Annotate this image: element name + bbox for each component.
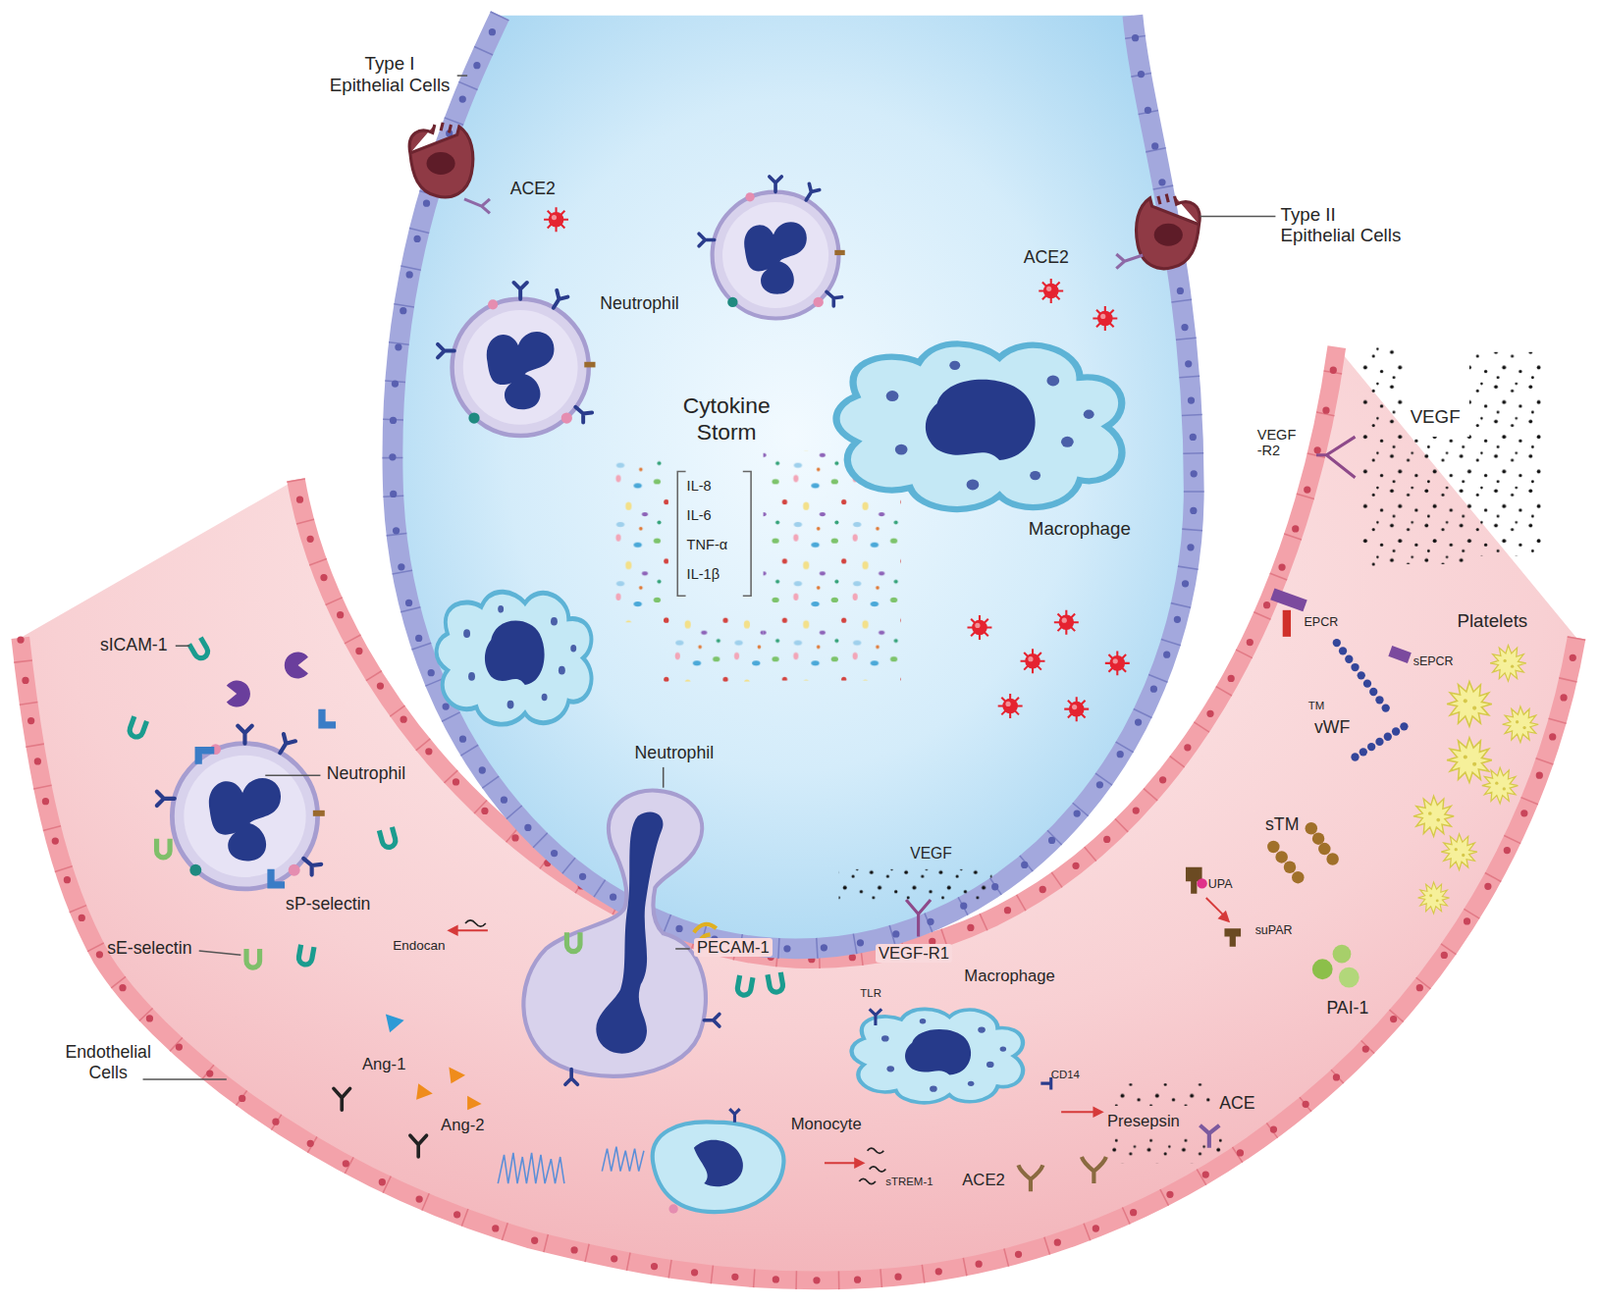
label: PAI-1 bbox=[1326, 998, 1369, 1018]
label: ACE2 bbox=[961, 1171, 1005, 1190]
label: Neutrophil bbox=[599, 293, 679, 314]
label: Macrophage bbox=[963, 966, 1055, 986]
label: VEGF -R2 bbox=[1257, 426, 1303, 460]
label: Ang-1 bbox=[362, 1055, 406, 1074]
macrophage bbox=[836, 343, 1122, 510]
label: VEGF bbox=[1410, 406, 1461, 428]
soluble-markers bbox=[124, 636, 788, 1000]
label: Neutrophil bbox=[326, 763, 406, 784]
label: suPAR bbox=[1255, 923, 1293, 938]
transmigrating-neutrophil bbox=[523, 790, 719, 1085]
label: Macrophage bbox=[1028, 518, 1131, 540]
label: EPCR bbox=[1304, 615, 1339, 630]
label: Cytokine Storm bbox=[660, 392, 794, 445]
macrophage bbox=[436, 591, 592, 725]
label: TLR bbox=[859, 987, 882, 1001]
label: vWF bbox=[1314, 717, 1350, 738]
label: IL-8 bbox=[687, 478, 712, 495]
strem-1 bbox=[858, 1148, 886, 1184]
label: Neutrophil bbox=[635, 743, 714, 763]
endocan-molecule bbox=[465, 920, 486, 927]
label: Type I Epithelial Cells bbox=[326, 53, 454, 96]
platelets bbox=[1413, 645, 1539, 914]
label: sE-selectin bbox=[106, 938, 192, 959]
label: VEGF bbox=[909, 845, 952, 863]
label: Endocan bbox=[392, 938, 445, 955]
type-i-cell bbox=[409, 122, 474, 198]
alveolus bbox=[392, 15, 1194, 950]
virus bbox=[543, 207, 1130, 722]
label: UPA bbox=[1208, 877, 1233, 892]
vegf-receptors bbox=[906, 436, 1355, 937]
monocyte bbox=[652, 1109, 785, 1215]
label: Ang-2 bbox=[440, 1116, 484, 1135]
type-ii-cell bbox=[1136, 194, 1201, 269]
label: PECAM-1 bbox=[693, 938, 773, 958]
macrophage bbox=[852, 1009, 1024, 1103]
pai-1 bbox=[1312, 945, 1360, 989]
tlr-cd14 bbox=[869, 1009, 1052, 1090]
cytokine-storm bbox=[612, 451, 902, 683]
upa-receptor bbox=[1185, 867, 1241, 948]
glycocalyx bbox=[497, 1147, 644, 1184]
label: Presepsin bbox=[1107, 1112, 1180, 1131]
label: IL-6 bbox=[687, 507, 712, 525]
label: TM bbox=[1308, 699, 1326, 713]
label: IL-1β bbox=[687, 566, 720, 584]
label: sICAM-1 bbox=[100, 635, 168, 655]
label: Endothelial Cells bbox=[51, 1042, 165, 1083]
label: VEGF-R1 bbox=[875, 944, 953, 963]
label: sEPCR bbox=[1413, 654, 1454, 669]
label: sP-selectin bbox=[285, 894, 371, 914]
ace-receptors bbox=[1017, 1125, 1220, 1193]
label: sTM bbox=[1265, 814, 1299, 835]
neutrophil bbox=[437, 282, 596, 436]
red-arrows bbox=[448, 898, 1228, 1168]
label: CD14 bbox=[1051, 1068, 1080, 1082]
label: ACE2 bbox=[510, 178, 556, 199]
leader-lines bbox=[143, 75, 1277, 1080]
epcr-tm bbox=[1270, 588, 1412, 664]
label: Monocyte bbox=[791, 1115, 862, 1134]
neutrophil bbox=[698, 176, 846, 319]
label: sTREM-1 bbox=[885, 1175, 933, 1189]
label: TNF-α bbox=[687, 536, 729, 554]
angiopoietins bbox=[333, 1013, 482, 1158]
label: Platelets bbox=[1456, 610, 1528, 633]
neutrophil bbox=[157, 726, 325, 890]
label: Type II Epithelial Cells bbox=[1280, 204, 1408, 247]
label: ACE bbox=[1219, 1093, 1255, 1114]
vwf bbox=[1333, 639, 1409, 762]
label: ACE2 bbox=[1023, 247, 1069, 267]
